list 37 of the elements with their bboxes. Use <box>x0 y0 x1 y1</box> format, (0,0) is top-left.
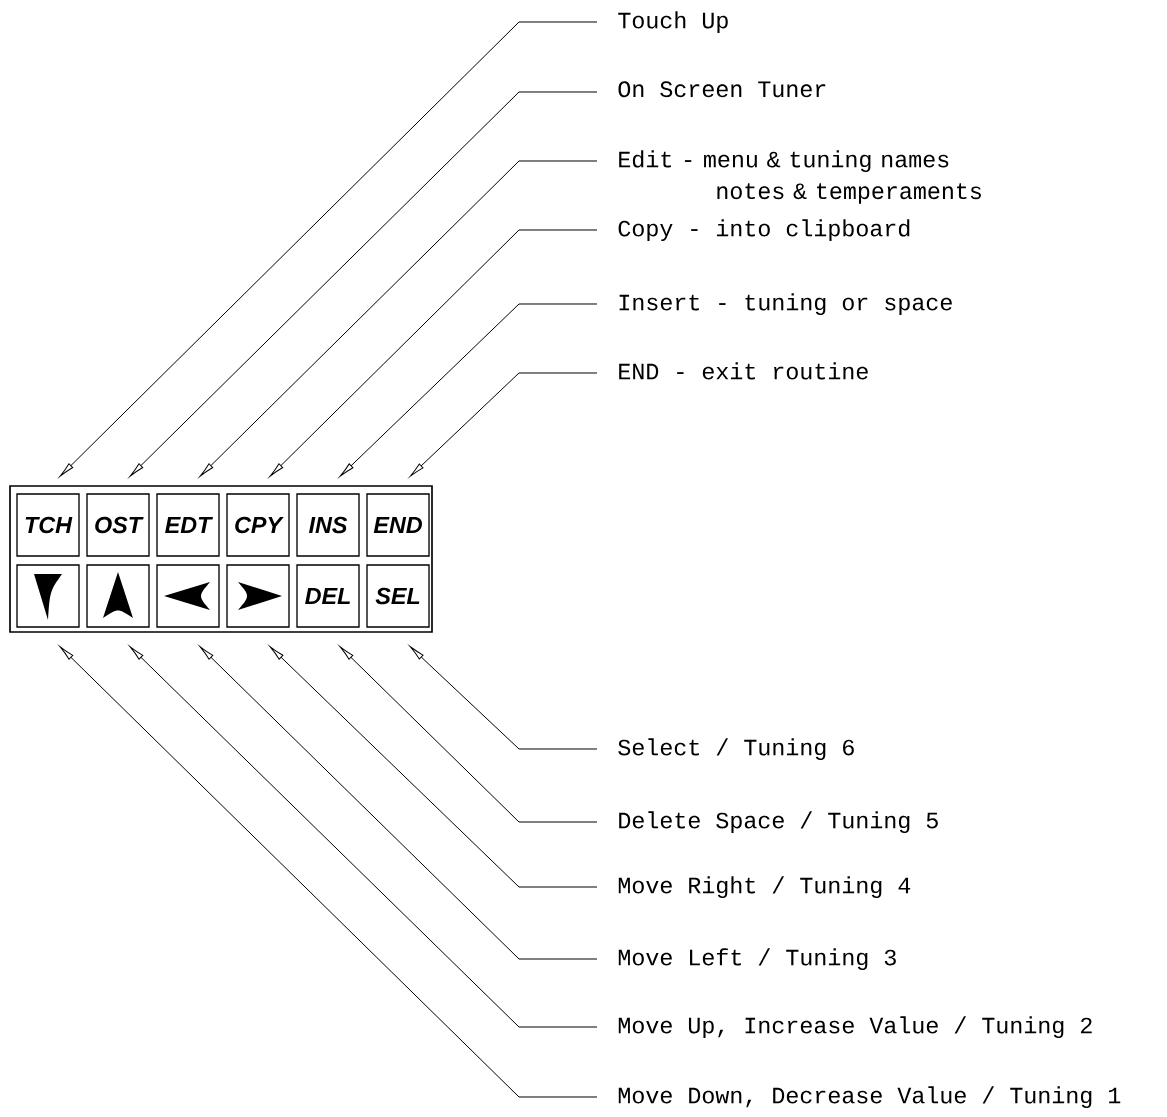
callout-text: Select / Tuning 6 <box>618 738 854 761</box>
leader-arrow <box>409 646 598 750</box>
callout-text: Edit - menu & tuning names notes & temperaments <box>619 150 981 204</box>
keypad-panel <box>9 485 433 633</box>
callout-text: On Screen Tuner <box>618 81 826 98</box>
callout-text: Copy - into clipboard <box>618 219 910 242</box>
leader-arrow <box>59 21 598 477</box>
callout-text: Move Up, Increase Value / Tuning 2 <box>618 1016 1092 1039</box>
key-button: SEL <box>366 564 430 628</box>
callout-text: Move Left / Tuning 3 <box>618 948 896 971</box>
leader-arrow <box>409 372 598 477</box>
callout-text: Touch Up <box>618 11 728 34</box>
leader-arrow <box>129 646 598 1028</box>
leader-arrow <box>129 91 598 477</box>
callout-text: END - exit routine <box>619 362 868 380</box>
leader-arrow <box>269 646 598 888</box>
key-button: CPY <box>226 493 290 557</box>
callout-text: Insert - tuning or space <box>619 293 952 316</box>
leader-arrow <box>269 229 598 477</box>
key-button: END <box>366 493 430 557</box>
leader-arrow <box>339 646 598 823</box>
key-button <box>86 564 150 628</box>
key-button <box>226 564 290 628</box>
key-button: OST <box>86 493 150 557</box>
key-button <box>156 564 220 628</box>
key-button: INS <box>296 493 360 557</box>
key-button: DEL <box>296 564 360 628</box>
leader-arrow <box>339 303 598 477</box>
callout-text: Move Right / Tuning 4 <box>618 876 911 899</box>
key-button: EDT <box>156 493 220 557</box>
callout-text: Move Down, Decrease Value / Tuning 1 <box>618 1086 1121 1109</box>
leader-arrow <box>199 646 598 960</box>
key-button: TCH <box>16 493 80 557</box>
leader-arrow <box>59 646 598 1098</box>
leader-arrow <box>199 160 598 477</box>
key-button <box>16 564 80 628</box>
callout-text: Delete Space / Tuning 5 <box>619 811 938 834</box>
